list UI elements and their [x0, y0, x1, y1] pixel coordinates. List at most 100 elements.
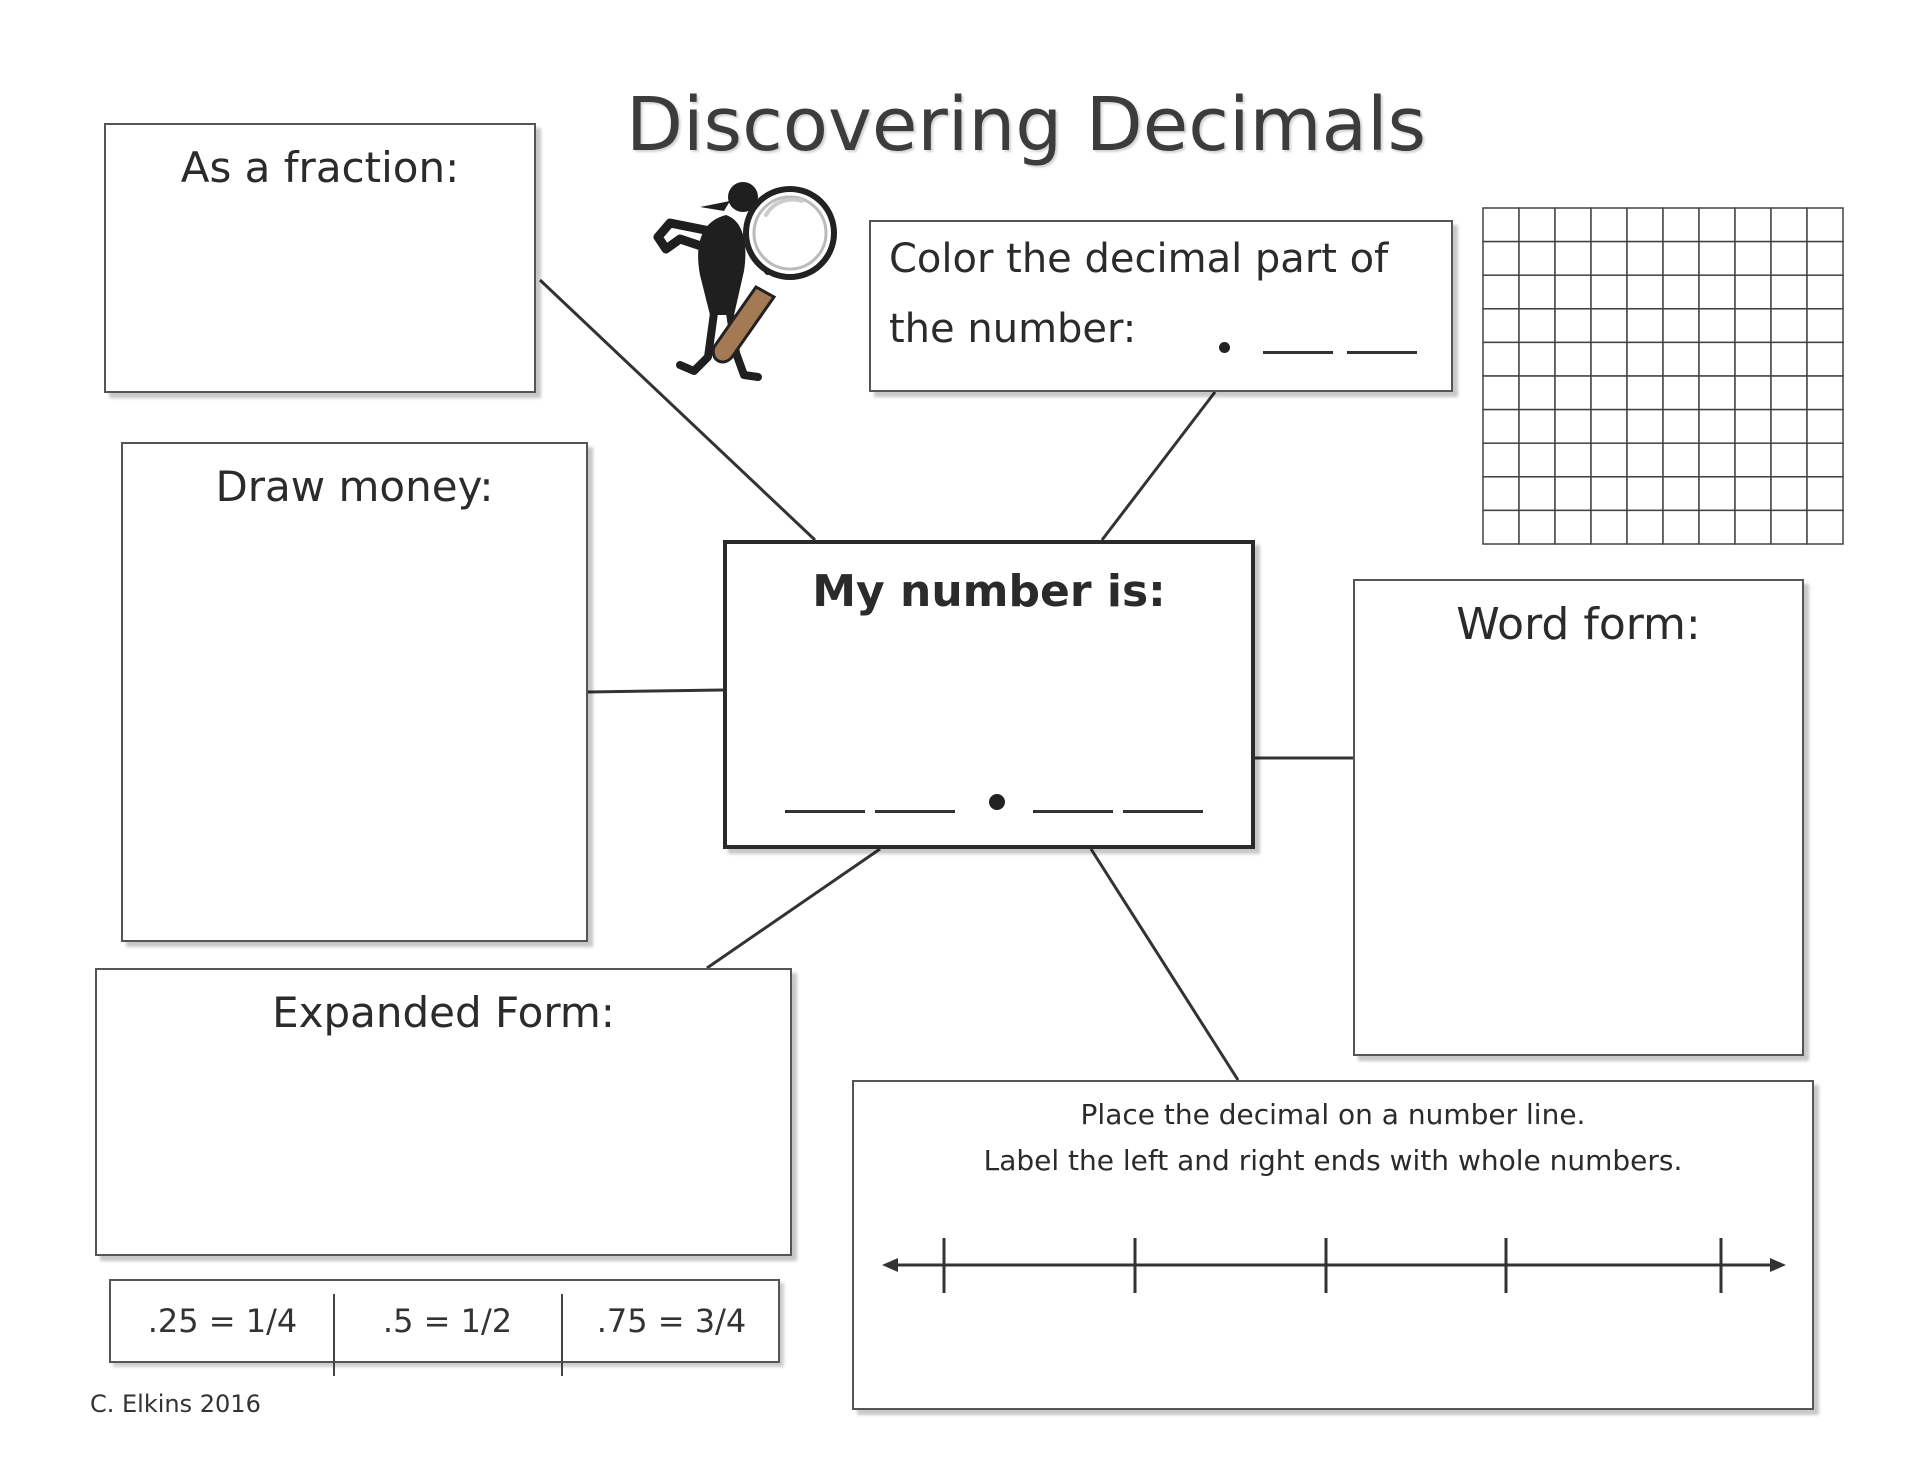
grid-cell[interactable]	[1626, 207, 1664, 243]
grid-cell[interactable]	[1734, 341, 1772, 377]
grid-cell[interactable]	[1554, 442, 1592, 478]
grid-cell[interactable]	[1626, 476, 1664, 512]
grid-cell[interactable]	[1662, 207, 1700, 243]
grid-cell[interactable]	[1626, 240, 1664, 276]
grid-cell[interactable]	[1734, 274, 1772, 310]
grid-cell[interactable]	[1590, 341, 1628, 377]
grid-cell[interactable]	[1662, 476, 1700, 512]
grid-cell[interactable]	[1698, 207, 1736, 243]
grid-cell[interactable]	[1662, 274, 1700, 310]
grid-cell[interactable]	[1770, 442, 1808, 478]
grid-cell[interactable]	[1518, 308, 1556, 344]
grid-cell[interactable]	[1482, 274, 1520, 310]
grid-cell[interactable]	[1734, 476, 1772, 512]
grid-cell[interactable]	[1770, 476, 1808, 512]
grid-cell[interactable]	[1554, 375, 1592, 411]
tenths-blank[interactable]	[1263, 351, 1333, 354]
grid-cell[interactable]	[1554, 274, 1592, 310]
grid-cell[interactable]	[1590, 476, 1628, 512]
my-number-box[interactable]: My number is:	[723, 540, 1255, 849]
grid-cell[interactable]	[1626, 509, 1664, 545]
tenths-blank-center[interactable]	[1033, 810, 1113, 813]
ones-blank-2[interactable]	[875, 810, 955, 813]
grid-cell[interactable]	[1482, 341, 1520, 377]
grid-cell[interactable]	[1554, 207, 1592, 243]
grid-cell[interactable]	[1554, 408, 1592, 444]
grid-cell[interactable]	[1518, 341, 1556, 377]
ones-blank-1[interactable]	[785, 810, 865, 813]
grid-cell[interactable]	[1590, 442, 1628, 478]
grid-cell[interactable]	[1698, 240, 1736, 276]
grid-cell[interactable]	[1734, 207, 1772, 243]
grid-cell[interactable]	[1518, 207, 1556, 243]
grid-cell[interactable]	[1482, 308, 1520, 344]
grid-cell[interactable]	[1590, 240, 1628, 276]
grid-cell[interactable]	[1698, 375, 1736, 411]
grid-cell[interactable]	[1770, 408, 1808, 444]
grid-cell[interactable]	[1554, 476, 1592, 512]
word-form-box[interactable]: Word form:	[1353, 579, 1804, 1056]
grid-cell[interactable]	[1626, 341, 1664, 377]
grid-cell[interactable]	[1554, 341, 1592, 377]
grid-cell[interactable]	[1626, 408, 1664, 444]
grid-cell[interactable]	[1698, 341, 1736, 377]
grid-cell[interactable]	[1770, 308, 1808, 344]
grid-cell[interactable]	[1482, 375, 1520, 411]
grid-cell[interactable]	[1770, 207, 1808, 243]
grid-cell[interactable]	[1518, 240, 1556, 276]
grid-cell[interactable]	[1662, 240, 1700, 276]
grid-cell[interactable]	[1662, 442, 1700, 478]
grid-cell[interactable]	[1482, 240, 1520, 276]
grid-cell[interactable]	[1806, 509, 1844, 545]
grid-cell[interactable]	[1482, 509, 1520, 545]
grid-cell[interactable]	[1518, 442, 1556, 478]
grid-cell[interactable]	[1734, 375, 1772, 411]
color-decimal-box[interactable]: Color the decimal part of the number:	[869, 220, 1453, 392]
grid-cell[interactable]	[1626, 308, 1664, 344]
grid-cell[interactable]	[1482, 476, 1520, 512]
grid-cell[interactable]	[1518, 476, 1556, 512]
grid-cell[interactable]	[1662, 509, 1700, 545]
grid-cell[interactable]	[1734, 240, 1772, 276]
grid-cell[interactable]	[1806, 375, 1844, 411]
hundreds-grid[interactable]	[1481, 206, 1845, 546]
grid-cell[interactable]	[1662, 341, 1700, 377]
grid-cell[interactable]	[1698, 476, 1736, 512]
fraction-box[interactable]: As a fraction:	[104, 123, 536, 393]
grid-cell[interactable]	[1518, 375, 1556, 411]
hundredths-blank[interactable]	[1347, 351, 1417, 354]
expanded-form-box[interactable]: Expanded Form:	[95, 968, 792, 1256]
grid-cell[interactable]	[1518, 408, 1556, 444]
grid-cell[interactable]	[1734, 308, 1772, 344]
grid-cell[interactable]	[1662, 375, 1700, 411]
grid-cell[interactable]	[1590, 308, 1628, 344]
number-line[interactable]	[880, 1225, 1790, 1305]
grid-cell[interactable]	[1806, 240, 1844, 276]
hundredths-blank-center[interactable]	[1123, 810, 1203, 813]
grid-cell[interactable]	[1590, 375, 1628, 411]
grid-cell[interactable]	[1518, 274, 1556, 310]
grid-cell[interactable]	[1770, 341, 1808, 377]
grid-cell[interactable]	[1734, 442, 1772, 478]
grid-cell[interactable]	[1698, 442, 1736, 478]
grid-cell[interactable]	[1590, 509, 1628, 545]
grid-cell[interactable]	[1806, 274, 1844, 310]
money-box[interactable]: Draw money:	[121, 442, 588, 942]
grid-cell[interactable]	[1806, 207, 1844, 243]
grid-cell[interactable]	[1698, 274, 1736, 310]
grid-cell[interactable]	[1770, 274, 1808, 310]
grid-cell[interactable]	[1698, 509, 1736, 545]
grid-cell[interactable]	[1770, 240, 1808, 276]
grid-cell[interactable]	[1698, 408, 1736, 444]
grid-cell[interactable]	[1806, 476, 1844, 512]
grid-cell[interactable]	[1590, 207, 1628, 243]
grid-cell[interactable]	[1806, 308, 1844, 344]
grid-cell[interactable]	[1482, 408, 1520, 444]
grid-cell[interactable]	[1734, 509, 1772, 545]
number-line-box[interactable]: Place the decimal on a number line. Labe…	[852, 1080, 1814, 1410]
grid-cell[interactable]	[1806, 442, 1844, 478]
grid-cell[interactable]	[1482, 442, 1520, 478]
grid-cell[interactable]	[1662, 308, 1700, 344]
grid-cell[interactable]	[1626, 274, 1664, 310]
grid-cell[interactable]	[1626, 375, 1664, 411]
